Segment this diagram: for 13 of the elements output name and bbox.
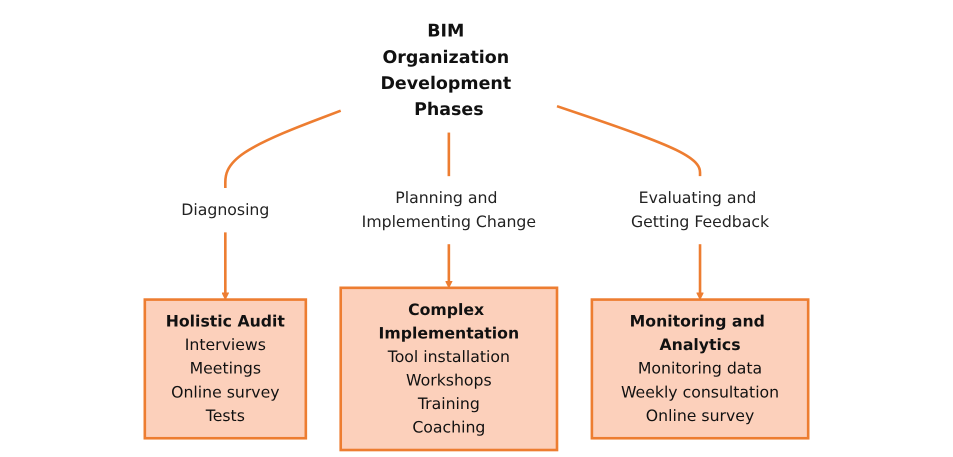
node-text: Evaluating and Getting Feedback <box>630 189 770 232</box>
arrow <box>696 244 704 300</box>
connector <box>556 104 702 176</box>
node-box: Complex Implementation Tool installation Workshops Training Coaching <box>339 286 558 452</box>
node-text: Planning and Implementing Change <box>362 189 536 232</box>
node-box: Holistic Audit Interviews Meetings Online survey Tests <box>144 298 308 440</box>
connector <box>224 109 342 188</box>
arrow <box>221 232 230 300</box>
node-text: Diagnosing <box>181 201 270 220</box>
node-box: Monitoring and Analytics Monitoring data Weekly consultation Online survey <box>590 298 810 440</box>
node-text: BIM Organization Development Phases <box>380 20 512 120</box>
connector <box>448 132 450 176</box>
arrow <box>445 244 453 288</box>
